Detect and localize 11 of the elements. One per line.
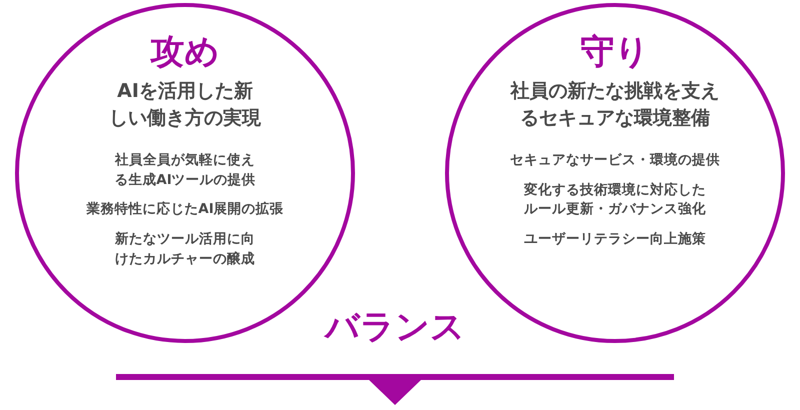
heading: 攻め (150, 33, 220, 72)
item-text: 業務特性に応じたAI展開の拡張 (86, 200, 284, 220)
subtitle: 社員の新たな挑戦を支えるセキュアな環境整備 (509, 79, 720, 131)
item-text: 新たなツール活用に向けたカルチャーの醸成 (114, 230, 256, 269)
item-text: 社員全員が気軽に使える生成AIツールの提供 (113, 151, 257, 190)
balance-label: バランス (322, 306, 466, 349)
subtitle: AIを活用した新しい働き方の実現 (108, 79, 262, 131)
item-text: 変化する技術環境に対応したルール更新・ガバナンス強化 (523, 180, 707, 220)
item-text: ユーザーリテラシー向上施策 (524, 230, 706, 249)
heading: 守り (580, 33, 650, 72)
item-text: セキュアなサービス・環境の提供 (510, 151, 720, 170)
